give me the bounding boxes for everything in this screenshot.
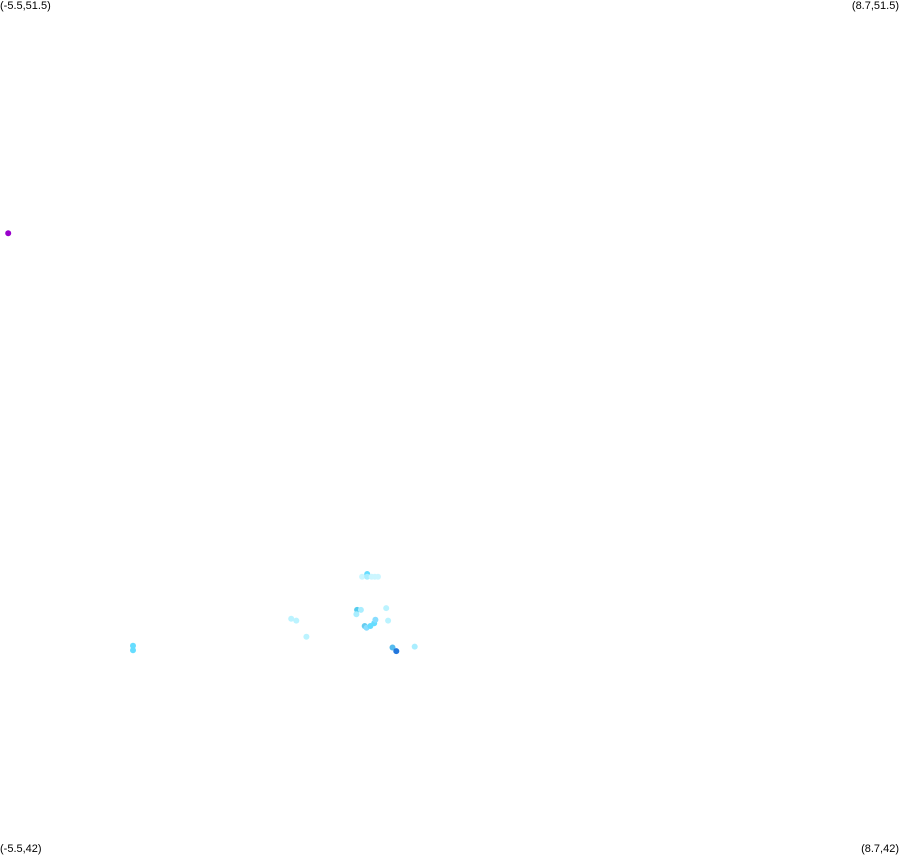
map-point bbox=[372, 616, 379, 623]
map-point bbox=[5, 230, 12, 237]
map-point bbox=[411, 643, 418, 650]
map-point bbox=[130, 647, 136, 654]
map-point bbox=[375, 573, 381, 580]
map-point bbox=[385, 617, 392, 624]
corner-label-bottom-left: (-5.5,42) bbox=[0, 843, 42, 855]
map-point bbox=[357, 606, 364, 613]
map-point bbox=[359, 573, 366, 580]
map-point bbox=[364, 573, 371, 580]
corner-label-top-right: (8.7,51.5) bbox=[851, 0, 899, 12]
map-point bbox=[353, 611, 360, 618]
map-point bbox=[293, 617, 300, 624]
map-point bbox=[393, 648, 400, 655]
corner-label-top-left: (-5.5,51.5) bbox=[0, 0, 51, 12]
map-point bbox=[383, 605, 390, 612]
map-point bbox=[389, 644, 396, 651]
map-point bbox=[130, 642, 136, 649]
corner-label-bottom-right: (8.7,42) bbox=[861, 843, 899, 855]
map-point bbox=[288, 615, 295, 622]
map-point bbox=[303, 633, 310, 640]
